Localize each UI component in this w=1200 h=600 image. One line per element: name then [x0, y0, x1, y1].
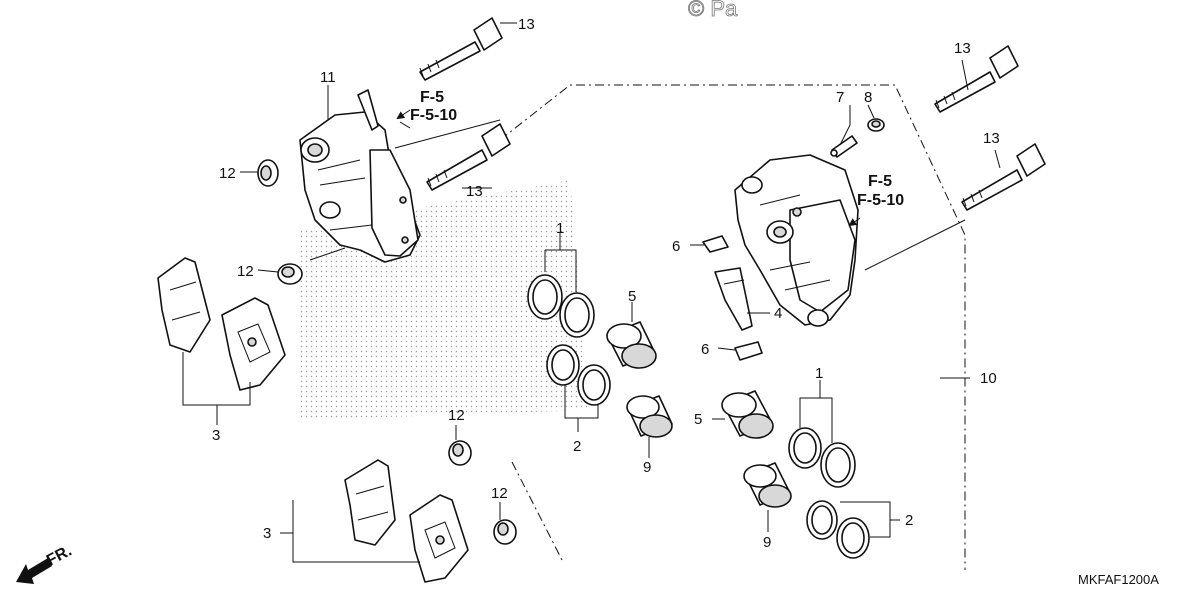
bushing-12-lower-left[interactable]: [277, 263, 303, 285]
brake-pad-set-3-bottom[interactable]: [344, 459, 469, 583]
front-arrow-icon: [16, 558, 52, 584]
callout-11: 11: [320, 69, 336, 86]
callout-3-left: 3: [212, 427, 220, 444]
callout-5-right: 5: [694, 411, 702, 428]
dust-seal-2-center[interactable]: [546, 344, 611, 406]
callout-9-center: 9: [643, 459, 651, 476]
callout-8: 8: [864, 89, 872, 106]
ref-left-top: F-5: [420, 89, 444, 106]
piston-seal-1-right[interactable]: [788, 427, 856, 488]
piston-seal-1-center[interactable]: [527, 274, 595, 338]
diagram-code: MKFAF1200A: [1078, 572, 1159, 587]
callout-12-upper-left: 12: [219, 165, 236, 182]
right-caliper-body[interactable]: [734, 154, 859, 327]
bolt-13-middle-right[interactable]: [961, 143, 1046, 211]
callout-6-upper: 6: [672, 238, 680, 255]
callout-2-right: 2: [905, 512, 913, 529]
ref-right-top: F-5: [868, 173, 892, 190]
leader-lines: [182, 22, 1001, 563]
front-arrow: FR.: [16, 542, 75, 584]
callout-6-lower: 6: [701, 341, 709, 358]
callout-1-right: 1: [815, 365, 823, 382]
callout-5-center: 5: [628, 288, 636, 305]
callout-12-bottom: 12: [491, 485, 508, 502]
bolt-13-top-left[interactable]: [419, 17, 503, 81]
bushing-12-bottom[interactable]: [493, 519, 517, 545]
pad-pin-6-lower[interactable]: [734, 341, 763, 361]
pad-spring-4[interactable]: [714, 267, 753, 331]
bolt-13-middle-left[interactable]: [426, 123, 511, 191]
assembly-outline-lower: [511, 461, 563, 561]
callout-13-middle-right: 13: [983, 130, 1000, 147]
bushing-12-upper-left[interactable]: [257, 159, 279, 187]
piston-5-center[interactable]: [606, 321, 657, 369]
callout-2-center: 2: [573, 438, 581, 455]
dust-seal-2-right[interactable]: [806, 500, 870, 559]
callout-12-center: 12: [448, 407, 465, 424]
bolt-13-top-right[interactable]: [934, 45, 1019, 113]
piston-9-center[interactable]: [626, 395, 673, 438]
brake-pad-set-3-left[interactable]: [157, 257, 286, 391]
callout-7: 7: [836, 89, 844, 106]
bushing-12-center[interactable]: [448, 440, 472, 466]
ref-left-bottom: F-5-10: [410, 107, 457, 124]
pad-pin-6-upper[interactable]: [702, 235, 729, 253]
callout-labels: 13 13 13 13 11 12 12 12 12 3 3 1 2 5 9 7…: [212, 16, 1000, 551]
callout-3-bottom: 3: [263, 525, 271, 542]
callout-13-top-right: 13: [954, 40, 971, 57]
bleeder-screw-7[interactable]: [830, 135, 858, 158]
piston-9-right[interactable]: [743, 462, 792, 508]
callout-13-top-left: 13: [518, 16, 535, 33]
callout-1-center: 1: [556, 220, 564, 237]
assembly-outline: [499, 84, 966, 570]
ref-right-bottom: F-5-10: [857, 192, 904, 209]
callout-12-lower-left: 12: [237, 263, 254, 280]
callout-10: 10: [980, 370, 997, 387]
callout-9-right: 9: [763, 534, 771, 551]
left-caliper-body[interactable]: [299, 89, 421, 263]
callout-4: 4: [774, 305, 782, 322]
watermark-text: © Pa: [688, 0, 738, 21]
piston-5-right[interactable]: [721, 390, 774, 439]
bleeder-cap-8[interactable]: [867, 118, 885, 132]
callout-13-middle-left: 13: [466, 183, 483, 200]
